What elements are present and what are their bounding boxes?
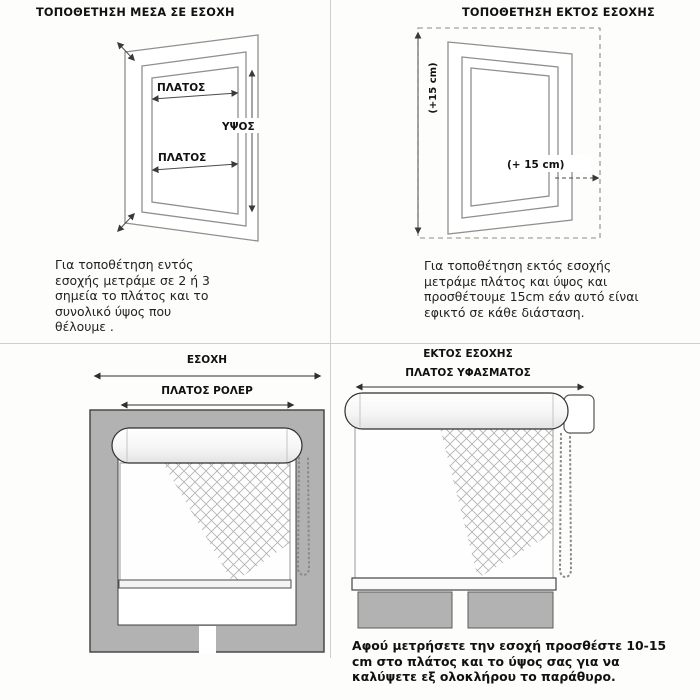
recess-wall-left: [357, 591, 453, 629]
corner-measure-arrow-bottom-left: [117, 212, 135, 233]
roller-tube: [344, 392, 569, 430]
corner-measure-arrow-top-left: [117, 41, 135, 62]
window-glass: [151, 66, 239, 215]
vertical-divider: [330, 0, 331, 658]
recess-wall-right: [467, 591, 554, 629]
roller-inside-recess-diagram: ΕΣΟΧΗ ΠΛΑΤΟΣ ΡΟΛΕΡ: [89, 354, 325, 653]
recess-label: ΕΣΟΧΗ: [187, 354, 227, 366]
width-plus-label-backing: [503, 155, 591, 172]
outside-recess-title: ΤΟΠΟΘΕΤΗΣΗ ΕΚΤΟΣ ΕΣΟΧΗΣ: [462, 6, 655, 19]
width-label-bottom: ΠΛΑΤΟΣ: [158, 152, 206, 164]
chain-loop: [558, 432, 573, 578]
frame-bottom-gap: [199, 626, 216, 653]
width-label-top: ΠΛΑΤΟΣ: [157, 82, 205, 94]
height-label-backing: [219, 118, 259, 133]
fabric-hem-bar: [118, 579, 292, 589]
roller-tube: [111, 427, 303, 464]
roller-outside-recess-diagram: ΕΚΤΟΣ ΕΣΟΧΗΣ ΠΛΑΤΟΣ ΥΦΑΣΜΑΤΟΣ: [344, 348, 595, 629]
width-dimension-arrow-top: [151, 89, 239, 103]
outside-recess-measure-caption: Αφού μετρήσετε την εσοχή προσθέστε 10-15…: [352, 638, 667, 684]
bracket-end-plate: [563, 394, 595, 434]
window-outside-recess-diagram: (+15 cm) (+ 15 cm): [414, 27, 601, 239]
window-inside-recess-diagram: ΠΛΑΤΟΣ ΠΛΑΤΟΣ ΥΨΟΣ: [117, 34, 259, 242]
window-glass: [470, 67, 550, 207]
fabric-hem-bar: [351, 577, 557, 591]
height-label: ΥΨΟΣ: [221, 121, 255, 133]
fabric-width-label: ΠΛΑΤΟΣ ΥΦΑΣΜΑΤΟΣ: [405, 367, 531, 379]
inside-recess-title: ΤΟΠΟΘΕΤΗΣΗ ΜΕΣΑ ΣΕ ΕΣΟΧΗ: [36, 6, 235, 19]
width-dimension-arrow-bottom: [151, 160, 239, 174]
height-plus-label: (+15 cm): [428, 62, 439, 113]
outside-recess-diagram-title: ΕΚΤΟΣ ΕΣΟΧΗΣ: [423, 348, 513, 360]
horizontal-divider: [0, 343, 700, 344]
inside-recess-caption: Για τοποθέτηση εντός εσοχής μετράμε σε 2…: [55, 257, 210, 334]
roller-width-label: ΠΛΑΤΟΣ ΡΟΛΕΡ: [161, 385, 253, 397]
width-plus-label: (+ 15 cm): [507, 159, 564, 171]
outside-recess-caption: Για τοποθέτηση εκτός εσοχής μετράμε πλάτ…: [424, 258, 639, 320]
